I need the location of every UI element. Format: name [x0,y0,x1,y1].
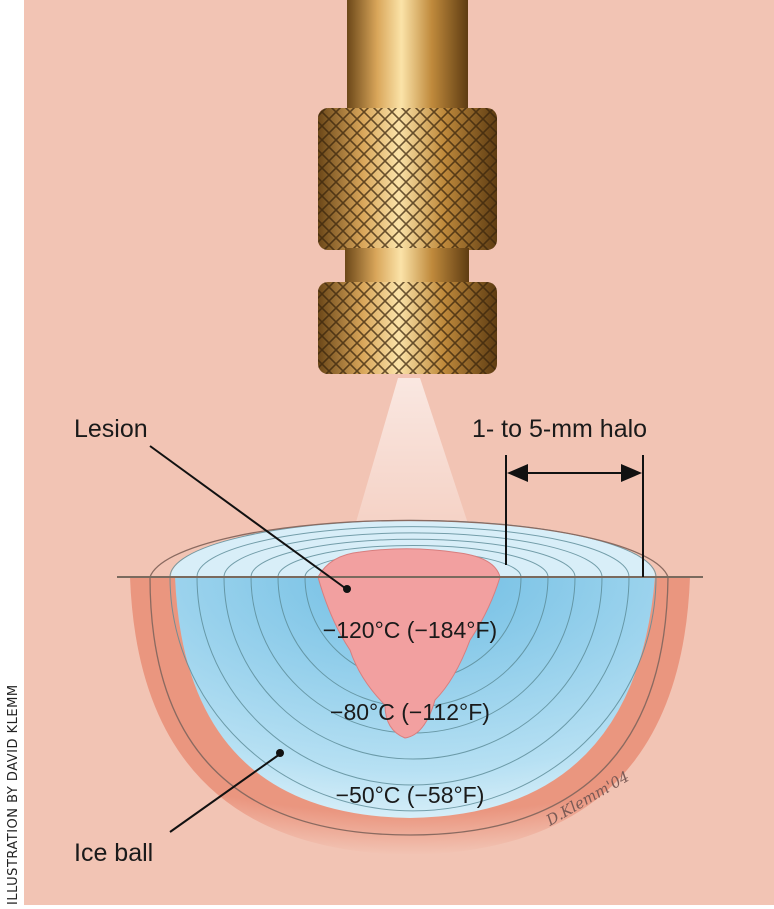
halo-label: 1- to 5-mm halo [472,415,647,443]
lesion-leader-line [149,445,346,589]
halo-dimension [505,455,644,577]
cryoprobe [318,0,497,374]
ice-ball-leader-dot [276,749,284,757]
temperature-label-outer: −50°C (−58°F) [336,782,485,808]
arrow-right-icon [621,464,642,482]
arrow-left-icon [507,464,528,482]
temperature-label-inner: −120°C (−184°F) [323,617,497,643]
cryogen-spray [345,378,480,560]
lesion-label: Lesion [74,415,148,443]
temperature-label-middle: −80°C (−112°F) [330,699,490,725]
ice-ball-label: Ice ball [74,839,153,867]
lesion [317,548,501,739]
lesion-leader-dot [343,585,351,593]
ice-ball-leader-line [169,753,281,833]
illustration-credit: ILLUSTRATION BY DAVID KLEMM [6,684,21,905]
